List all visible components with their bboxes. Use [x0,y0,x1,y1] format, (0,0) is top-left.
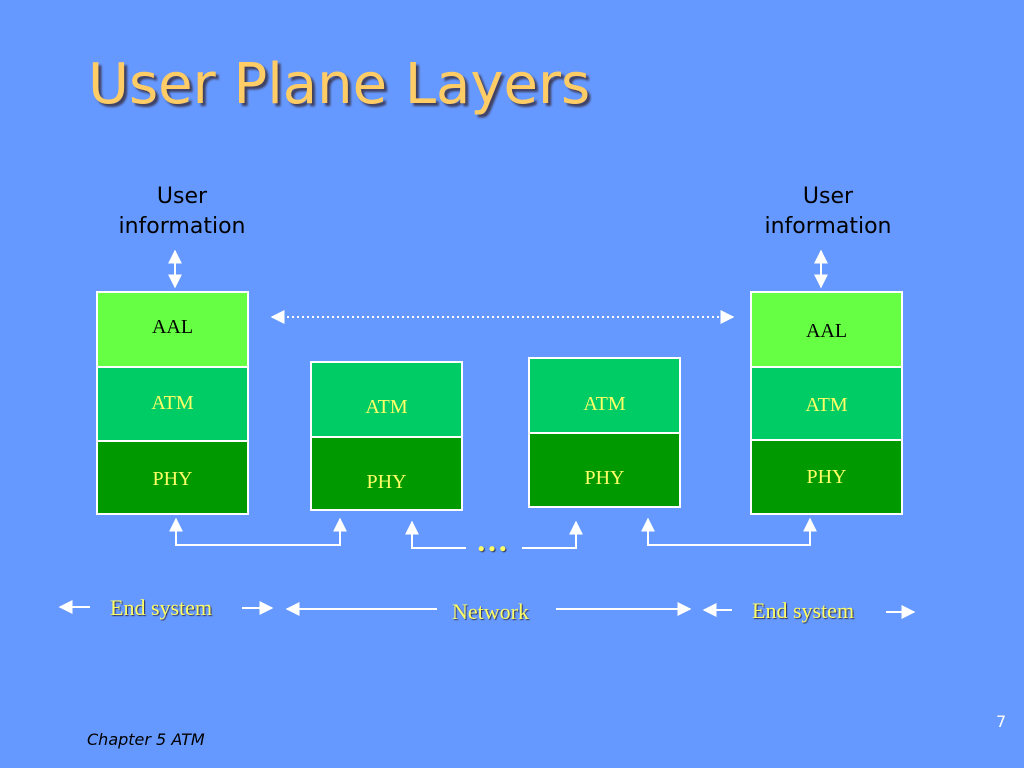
user-info-left: User information [92,182,272,242]
atm-layer-left: ATM [98,368,247,442]
phy-label-right: PHY [806,466,847,488]
page-number: 7 [996,712,1007,731]
aal-layer-right: AAL [752,293,901,368]
atm-label-switch-1: ATM [365,396,408,418]
phy-layer-right: PHY [752,441,901,513]
atm-label-switch-2: ATM [583,393,626,415]
end-system-left-stack: AAL ATM PHY [96,291,249,515]
user-info-left-line2: information [118,214,246,239]
aal-layer-left: AAL [98,293,247,368]
atm-label-right: ATM [805,394,848,416]
user-info-right-line2: information [764,214,892,239]
end-system-right-stack: AAL ATM PHY [750,291,903,515]
user-info-left-line1: User [156,184,208,209]
phy-label-left: PHY [152,468,193,490]
atm-layer-switch-1: ATM [312,363,461,438]
end-system-right-label: End system [752,598,855,623]
footer-chapter: Chapter 5 ATM [87,730,205,749]
phy-layer-switch-2: PHY [530,434,679,506]
phy-label-switch-2: PHY [584,467,625,489]
atm-layer-right: ATM [752,368,901,441]
user-info-right: User information [738,182,918,242]
atm-layer-switch-2: ATM [530,359,679,434]
atm-label-left: ATM [151,392,194,414]
link-switch-1-ellipsis [405,520,466,549]
phy-layer-switch-1: PHY [312,438,461,509]
end-system-left-label: End system [110,595,213,620]
user-info-right-line1: User [802,184,854,209]
ellipsis-label: … [476,522,508,558]
phy-layer-left: PHY [98,442,247,513]
aal-label-left: AAL [151,316,194,338]
aal-label-right: AAL [805,320,848,342]
link-end-left-switch-1 [169,517,347,546]
link-switch-2-end-right [641,517,817,546]
switch-1-stack: ATM PHY [310,361,463,511]
network-label: Network [452,599,529,624]
phy-label-switch-1: PHY [366,471,407,493]
slide-title: User Plane Layers [88,52,591,117]
link-ellipsis-switch-2 [522,520,583,549]
switch-2-stack: ATM PHY [528,357,681,508]
